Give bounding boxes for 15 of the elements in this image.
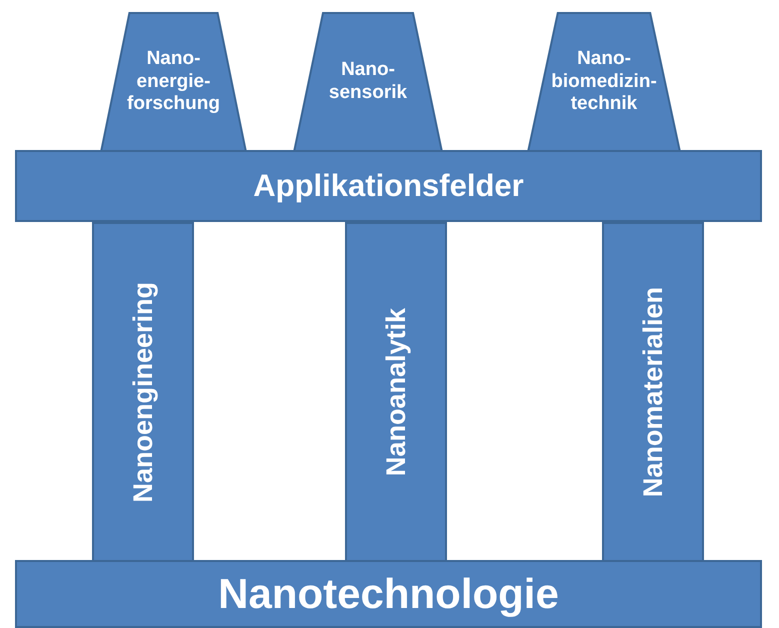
block-label: Nano- sensorik (328, 59, 408, 105)
block-label: Nano- energie- forschung (126, 48, 221, 116)
block-label: Nanoanalytik (380, 308, 412, 476)
pillar-column (345, 222, 447, 562)
block-label: Nanotechnologie (218, 570, 559, 618)
pillar-column (92, 222, 194, 562)
pillar-column (602, 222, 704, 562)
trapezoid-block (293, 12, 443, 152)
block-label: Applikationsfelder (253, 168, 524, 204)
block-label: Nanomaterialien (638, 286, 668, 498)
block-label: Nano- biomedizin- technik (550, 48, 658, 116)
trapezoid-block (100, 12, 247, 152)
block-label: Nanoengineering (128, 282, 158, 502)
trapezoid-block (527, 12, 681, 152)
beam-bar (15, 560, 762, 628)
